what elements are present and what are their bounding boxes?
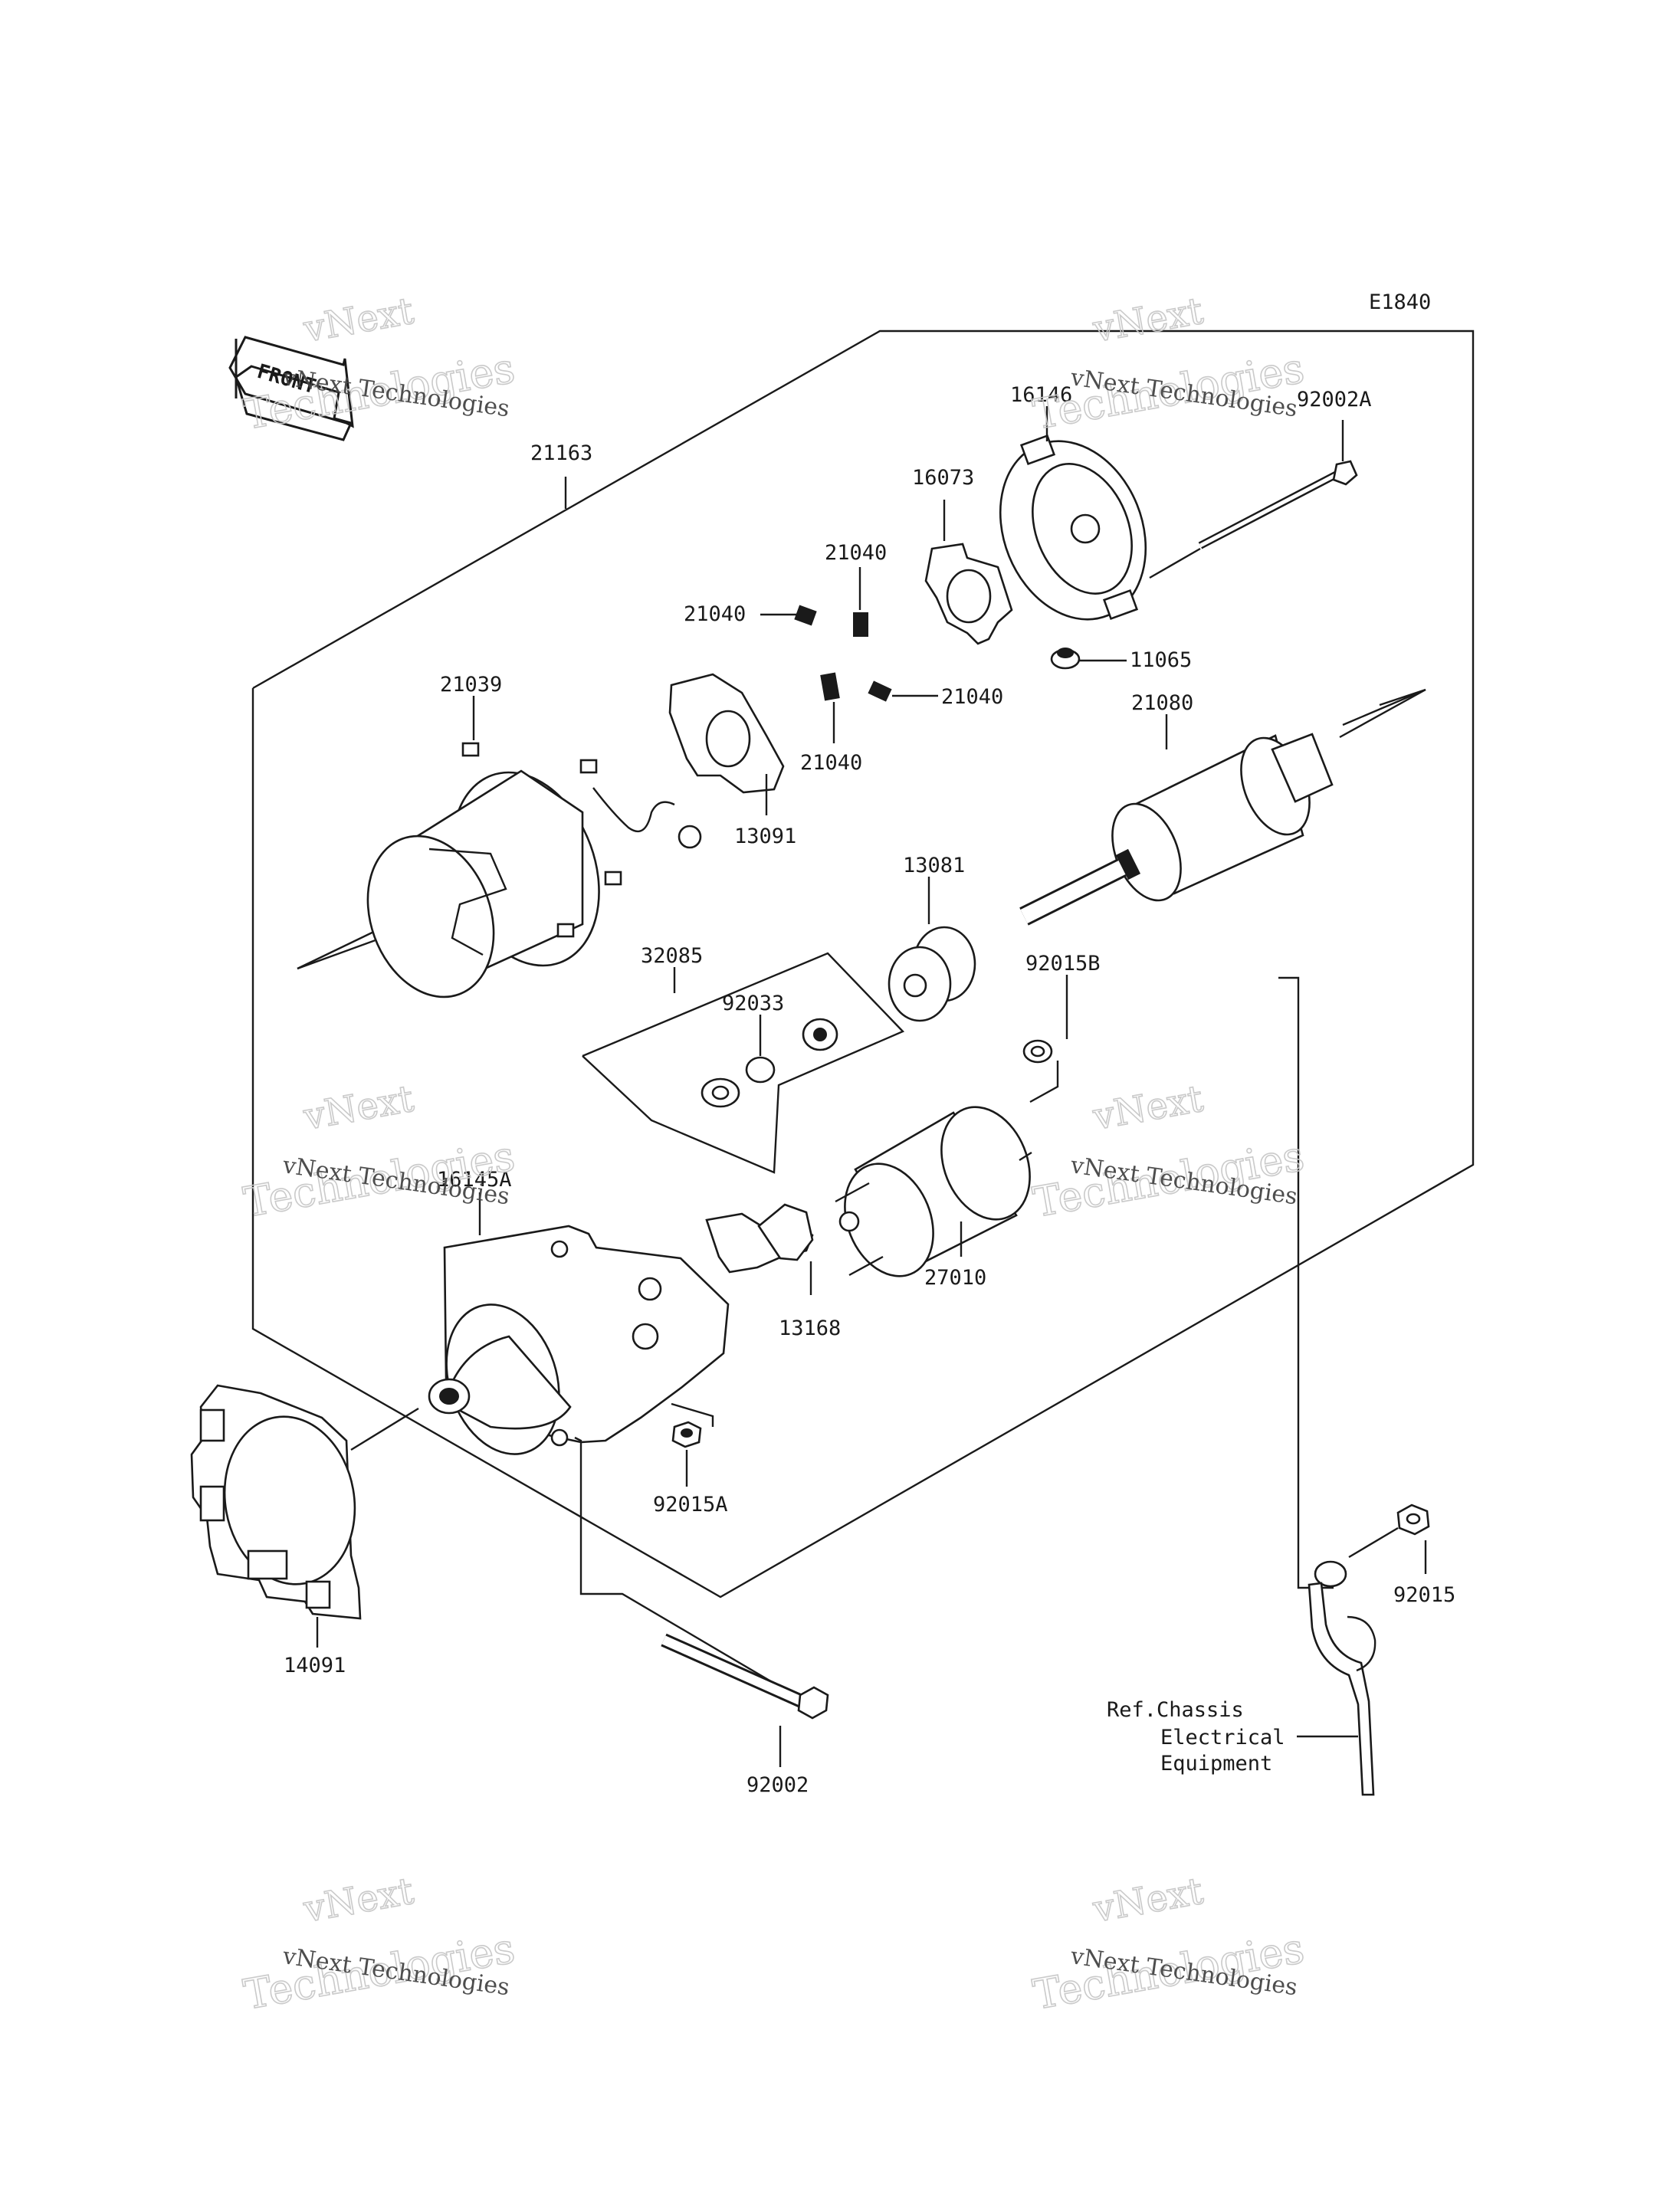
svg-text:vNext: vNext: [300, 1077, 416, 1139]
label-92033: 92033: [722, 992, 784, 1015]
starter-cover-part: [190, 1384, 362, 1620]
solenoid-part: [835, 1106, 1032, 1277]
label-13168: 13168: [779, 1317, 841, 1340]
label-21040-right: 21040: [941, 685, 1003, 709]
svg-text:vNext: vNext: [1089, 1870, 1206, 1931]
label-16146: 16146: [1010, 383, 1072, 407]
armature-part: [1019, 733, 1334, 926]
label-11065: 11065: [1130, 648, 1192, 672]
mounting-bolt-part: [661, 1633, 829, 1720]
label-21040-left: 21040: [684, 602, 746, 626]
label-21040-bottom: 21040: [800, 751, 862, 775]
label-13081: 13081: [903, 854, 965, 877]
spring-part: [794, 605, 892, 702]
end-cover-part: [999, 434, 1147, 621]
label-92002: 92002: [746, 1773, 809, 1797]
part-labels: 21163 16146 92002A 16073 21040 21040 210…: [284, 383, 1455, 1797]
reference-line-3: Equipment: [1160, 1752, 1272, 1776]
snap-ring-part: [745, 1056, 776, 1084]
label-27010: 27010: [924, 1266, 986, 1290]
diagram-code: E1840: [1369, 290, 1431, 314]
svg-text:vNext: vNext: [1089, 1077, 1206, 1139]
label-21163: 21163: [530, 441, 592, 465]
ground-nut-part: [1396, 1503, 1430, 1536]
through-bolt-part: [1198, 460, 1358, 549]
label-21040-top: 21040: [825, 541, 887, 565]
watermark-top-left: vNext Technologies vNext Technologies: [240, 289, 520, 440]
watermark-mid-right: vNext Technologies vNext Technologies: [1029, 1077, 1309, 1228]
watermark-top-right: vNext Technologies vNext Technologies: [1029, 289, 1309, 440]
pinion-gear-part: [888, 926, 976, 1022]
yoke-part: [366, 742, 702, 998]
collar-part: [802, 1018, 838, 1051]
label-16145A: 16145A: [437, 1168, 512, 1192]
reference-line-1: Ref.Chassis: [1107, 1698, 1244, 1722]
svg-text:vNext: vNext: [1089, 290, 1206, 351]
label-92015B: 92015B: [1025, 952, 1101, 976]
svg-text:vNext: vNext: [300, 290, 416, 351]
watermark-bottom-right: vNext Technologies vNext Technologies: [1029, 1869, 1309, 2020]
shift-lever-part: [705, 1203, 814, 1274]
brush-plate-part: [924, 543, 1013, 645]
svg-text:vNext: vNext: [300, 1870, 416, 1931]
washer-part: [701, 1077, 740, 1108]
label-13091: 13091: [734, 825, 796, 848]
nut-b-part: [1022, 1039, 1053, 1064]
watermark-mid-left: vNext Technologies vNext Technologies: [240, 1077, 520, 1228]
brush-holder-part: [668, 673, 785, 794]
label-92015: 92015: [1393, 1583, 1455, 1607]
ground-cable-part: [1308, 1560, 1376, 1796]
label-92002A: 92002A: [1297, 388, 1372, 412]
label-16073: 16073: [912, 466, 974, 490]
reference-line-2: Electrical: [1160, 1726, 1285, 1749]
nut-a-part: [671, 1421, 702, 1448]
label-92015A: 92015A: [653, 1493, 728, 1517]
watermark-bottom-left: vNext Technologies vNext Technologies: [240, 1869, 520, 2020]
label-14091: 14091: [284, 1654, 346, 1677]
assembly-frame: [251, 330, 1475, 1599]
label-21080: 21080: [1131, 691, 1193, 715]
label-21039: 21039: [440, 673, 502, 697]
grommet-part: [1050, 648, 1081, 670]
kit-frame: [582, 952, 905, 1174]
front-housing-part: [428, 1225, 730, 1455]
reference-note: Ref.Chassis Electrical Equipment: [1107, 1698, 1285, 1776]
label-32085: 32085: [641, 944, 703, 968]
